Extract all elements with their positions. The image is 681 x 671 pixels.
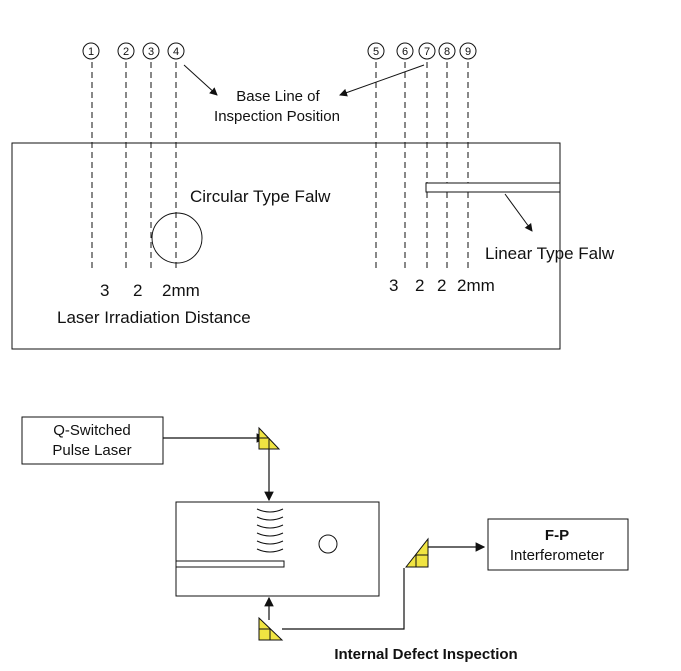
- marker-3: 3: [148, 46, 154, 58]
- prism-right-icon: [404, 537, 429, 568]
- baseline-label-line1: Base Line of: [236, 88, 320, 105]
- inspection-lines: [91, 62, 469, 270]
- left-distance-1: 3: [100, 281, 109, 300]
- return-beam-path: [282, 568, 405, 630]
- left-distance-3: 2mm: [162, 281, 200, 300]
- circular-flaw: [151, 212, 203, 264]
- specimen-bottom: [175, 501, 380, 597]
- right-distance-2: 2: [415, 276, 424, 295]
- baseline-label-line2: Inspection Position: [214, 108, 340, 125]
- interferometer-box: [487, 518, 629, 571]
- baseline-arrow-left: [183, 64, 218, 96]
- marker-7: 7: [424, 46, 430, 58]
- ultrasonic-wave-icon: [256, 508, 284, 553]
- irradiation-label: Laser Irradiation Distance: [57, 308, 251, 327]
- baseline-arrow-right: [339, 64, 425, 97]
- right-distance-3: 2: [437, 276, 446, 295]
- specimen-bottom-crack: [175, 560, 285, 568]
- prism-bottom-icon: [258, 616, 284, 641]
- marker-8: 8: [444, 46, 450, 58]
- interferometer-box-line1: F-P: [545, 527, 569, 544]
- marker-6: 6: [402, 46, 408, 58]
- marker-1: 1: [88, 46, 94, 58]
- right-distance-4: 2mm: [457, 276, 495, 295]
- specimen-bottom-flaw: [318, 534, 338, 554]
- marker-4: 4: [173, 46, 179, 58]
- linear-flaw: [425, 182, 561, 193]
- linear-flaw-arrow: [504, 193, 533, 232]
- interferometer-box-line2: Interferometer: [510, 547, 604, 564]
- marker-9: 9: [465, 46, 471, 58]
- linear-flaw-label: Linear Type Falw: [485, 244, 615, 263]
- right-distance-1: 3: [389, 276, 398, 295]
- prism-top-icon: [258, 426, 281, 450]
- marker-2: 2: [123, 46, 129, 58]
- left-distance-2: 2: [133, 281, 142, 300]
- laser-box: [21, 416, 164, 465]
- bottom-caption: Internal Defect Inspection: [334, 646, 517, 663]
- circular-flaw-label: Circular Type Falw: [190, 187, 331, 206]
- specimen-outline: [11, 142, 561, 350]
- marker-5: 5: [373, 46, 379, 58]
- position-markers: 1 2 3 4 5 6 7 8 9: [82, 42, 477, 60]
- laser-box-line2: Pulse Laser: [52, 442, 131, 459]
- laser-box-line1: Q-Switched: [53, 422, 131, 439]
